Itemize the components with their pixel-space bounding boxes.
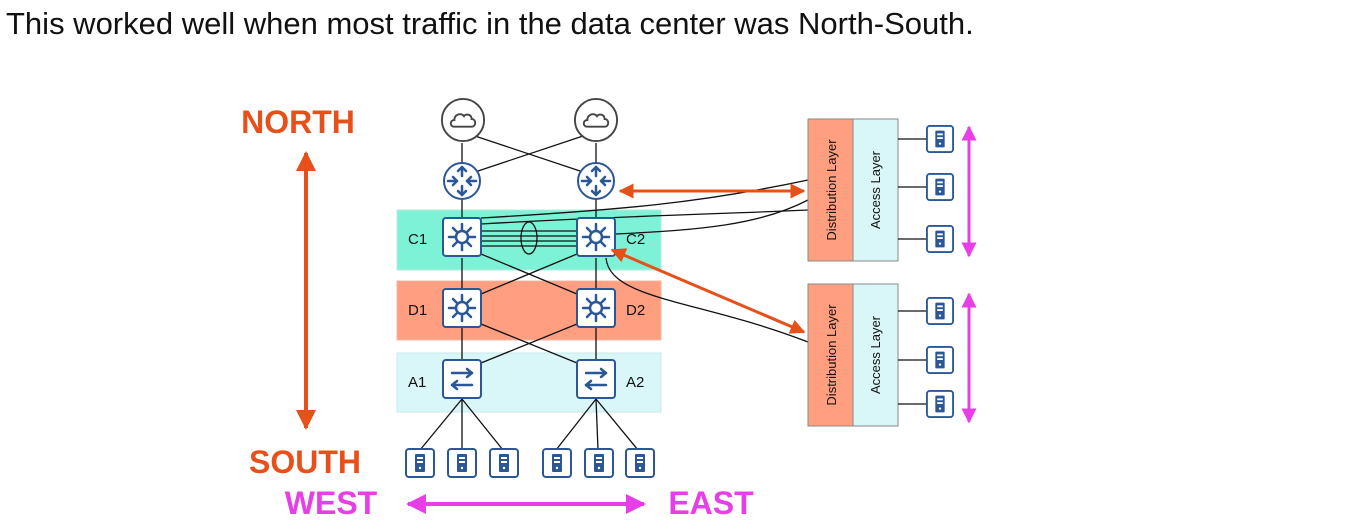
router-icon: [576, 161, 616, 201]
cloud-icon: [573, 97, 619, 143]
server-icon: [489, 448, 519, 478]
distribution-layer-band: [396, 280, 662, 341]
cloud-icon: [440, 97, 486, 143]
multilayer-switch-icon: [442, 288, 482, 328]
pod-2: Distribution Layer Access Layer: [807, 283, 954, 427]
server-icon: [447, 448, 477, 478]
server-icon: [926, 297, 954, 325]
server-icon: [926, 346, 954, 374]
slide-headline: This worked well when most traffic in th…: [6, 6, 974, 41]
multilayer-switch-icon: [442, 217, 482, 257]
pod-2-distribution-label: Distribution Layer: [824, 304, 839, 406]
layer2-switch-icon: [576, 359, 616, 399]
pod-1-access-label: Access Layer: [868, 150, 883, 229]
pod-1: Distribution Layer Access Layer: [807, 118, 954, 262]
server-icon: [926, 173, 954, 201]
pod-2-access-label: Access Layer: [868, 315, 883, 394]
west-label: WEST: [285, 485, 378, 521]
pod-1-distribution-label: Distribution Layer: [824, 139, 839, 241]
south-label: SOUTH: [249, 444, 361, 480]
east-label: EAST: [668, 485, 754, 521]
north-label: NORTH: [241, 104, 355, 140]
multilayer-switch-icon: [576, 217, 616, 257]
server-icon: [584, 448, 614, 478]
server-icon: [542, 448, 572, 478]
switch-label-d1: D1: [408, 302, 427, 319]
server-icon: [926, 225, 954, 253]
etherchannel-bundle: [520, 221, 538, 255]
switch-label-c2: C2: [626, 231, 645, 248]
switch-label-a2: A2: [626, 374, 644, 391]
core-layer-band: [396, 209, 662, 271]
server-icon: [405, 448, 435, 478]
switch-label-c1: C1: [408, 231, 427, 248]
server-icon: [926, 125, 954, 153]
access-layer-band: [396, 352, 662, 413]
router-icon: [442, 161, 482, 201]
server-icon: [926, 390, 954, 418]
layer2-switch-icon: [442, 359, 482, 399]
multilayer-switch-icon: [576, 288, 616, 328]
switch-label-d2: D2: [626, 302, 645, 319]
switch-label-a1: A1: [408, 374, 426, 391]
server-icon: [625, 448, 655, 478]
core-to-pod2-arrow: [610, 248, 806, 334]
